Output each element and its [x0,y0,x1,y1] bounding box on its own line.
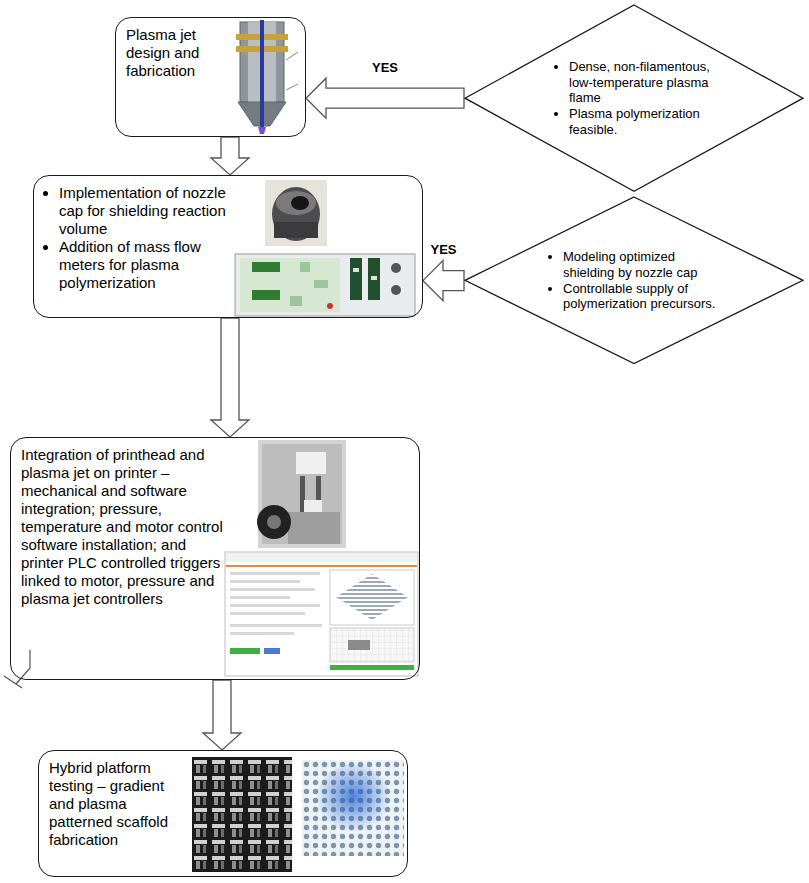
block-arrow [423,261,464,301]
plasma-jet-drawing-part [258,127,266,134]
controller-panel-photo-part [391,263,401,273]
printer-photo [257,440,346,548]
bullet-item: Modeling optimized shielding by nozzle c… [563,249,720,280]
controller-panel-photo-part [300,262,310,272]
nozzle-cap-photo [265,180,327,246]
bullet-item: Controllable supply of polymerization pr… [563,281,720,312]
text-block: Implementation of nozzle cap for shieldi… [44,184,229,292]
controller-panel-photo-part [290,296,302,306]
cut-off-arrow [4,650,30,688]
software-screenshot-part [330,628,414,662]
controller-panel-photo-part [371,276,377,280]
nozzle-cap-photo-part [276,191,316,215]
printer-photo-part [267,515,281,529]
patterned-scaffold-image-part [302,760,404,856]
nozzle-cap-photo-part [272,187,320,241]
process-box: Hybrid platform testing – gradient and p… [38,750,408,877]
bullet-item: Addition of mass flow meters for plasma … [59,238,229,292]
patterned-scaffold-image-part [315,764,391,836]
patterned-scaffold-image [302,760,404,856]
node-text: Plasma jet design and fabrication [126,26,226,80]
bullet-item: Dense, non-filamentous, low-temperature … [569,59,714,106]
plasma-jet-drawing-part [260,20,264,128]
software-screenshot-part [230,572,320,575]
block-arrow [306,78,464,118]
block-arrow [203,680,241,750]
text-block: Plasma jet design and fabrication [126,26,226,80]
software-screenshot-part [264,648,280,654]
software-screenshot-part [230,648,260,654]
bullet-list: Implementation of nozzle cap for shieldi… [44,184,229,292]
software-screenshot-part [230,612,305,615]
bullet-item: Plasma polymerization feasible. [569,106,714,137]
process-box: Plasma jet design and fabrication [115,17,306,137]
software-screenshot-part [230,604,320,607]
printer-photo-part [257,505,291,539]
controller-panel-photo-part [235,254,415,316]
plasma-jet-drawing-part [286,52,298,60]
nozzle-cap-photo-part [265,180,327,246]
software-screenshot-part [330,570,414,625]
controller-panel-photo-part [314,280,328,288]
block-arrow [211,137,249,175]
software-screenshot-part [230,632,294,635]
diamond-shape [465,197,803,364]
software-screenshot [225,552,418,676]
bullet-list: Dense, non-filamentous, low-temperature … [554,59,714,137]
software-screenshot-part [230,596,290,599]
software-screenshot-part [230,588,315,591]
diamond-outline [464,4,804,192]
software-screenshot-part [230,580,300,583]
text-block: Hybrid platform testing – gradient and p… [49,759,189,849]
controller-panel-photo [235,254,415,316]
diamond-shape [465,5,803,191]
node-text: Hybrid platform testing – gradient and p… [49,759,189,849]
controller-panel-photo-part [327,303,333,309]
process-box: Integration of printhead and plasma jet … [10,437,420,680]
software-screenshot-part [348,640,370,650]
cut-off-arrow-part [4,650,30,688]
node-text: Integration of printhead and plasma jet … [21,446,226,608]
controller-panel-photo-part [391,285,401,295]
printer-photo-part [304,500,322,512]
decision-diamond: Dense, non-filamentous, low-temperature … [464,4,804,192]
controller-panel-photo-part [353,268,359,272]
controller-panel-photo-part [252,262,280,272]
printer-photo-part [288,512,340,544]
software-screenshot-part [330,665,414,670]
software-screenshot-part [336,574,408,620]
process-box: Implementation of nozzle cap for shieldi… [33,175,423,318]
gradient-scaffold-image-part [192,757,292,872]
controller-panel-photo-part [240,258,340,312]
gradient-scaffold-image [192,757,292,872]
edge-label: YES [428,242,458,258]
software-screenshot-part [230,624,322,627]
software-screenshot-part [226,565,417,567]
printer-photo-part [258,440,346,548]
block-arrow [211,318,249,437]
software-screenshot-part [226,553,417,562]
bullet-item: Implementation of nozzle cap for shieldi… [59,184,229,238]
plasma-jet-drawing-part [286,84,298,90]
edge-label: YES [370,60,400,76]
printer-photo-part [262,444,342,544]
nozzle-cap-photo-part [291,196,309,210]
nozzle-cap-photo-part [274,222,318,238]
controller-panel-photo-part [350,258,362,300]
printer-photo-part [296,452,326,474]
patterned-scaffold-image-part [302,760,404,856]
text-block: Modeling optimized shielding by nozzle c… [548,249,720,311]
text-block: Integration of printhead and plasma jet … [21,446,226,608]
decision-diamond: Modeling optimized shielding by nozzle c… [464,196,804,365]
bullet-list: Modeling optimized shielding by nozzle c… [548,249,720,311]
software-screenshot-part [225,552,418,676]
controller-panel-photo-part [368,258,380,300]
text-block: Dense, non-filamentous, low-temperature … [554,59,714,137]
controller-panel-photo-part [252,290,280,300]
plasma-jet-drawing [236,20,298,134]
